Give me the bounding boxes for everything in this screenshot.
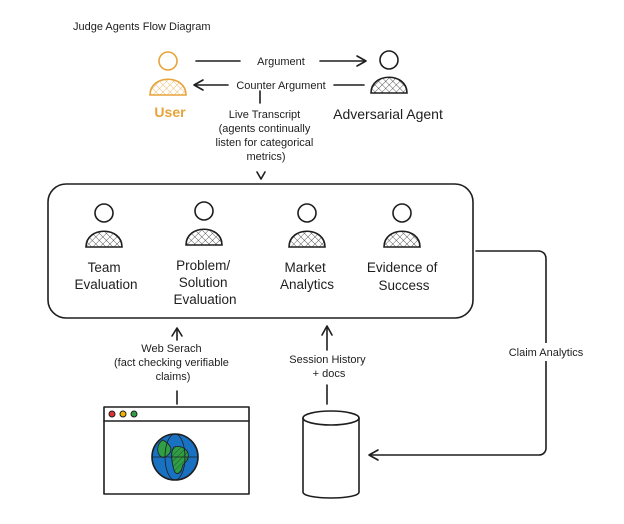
diagram-title: Judge Agents Flow Diagram xyxy=(73,21,211,33)
user-label: User xyxy=(154,104,186,120)
argument-label: Argument xyxy=(257,56,305,68)
user-person-icon xyxy=(149,51,187,96)
problem-solution-label: Problem/ Solution Evaluation xyxy=(173,258,236,307)
browser-window-icon xyxy=(103,406,250,495)
team-evaluation-person-icon xyxy=(85,203,123,248)
live-transcript-label: Live Transcript (agents continually list… xyxy=(216,109,317,163)
problem-solution-person-icon xyxy=(185,201,223,246)
claim-analytics-label: Claim Analytics xyxy=(509,347,584,359)
evidence-of-success-label: Evidence of Success xyxy=(367,260,441,293)
session-history-label: Session History + docs xyxy=(289,354,368,380)
evidence-of-success-person-icon xyxy=(383,203,421,248)
claim-analytics-arrowhead xyxy=(368,449,379,461)
live-transcript-arrowhead xyxy=(256,171,266,180)
adversarial-agent-label: Adversarial Agent xyxy=(333,106,443,122)
globe-icon xyxy=(151,433,199,481)
web-search-arrowhead xyxy=(171,327,183,337)
database-cylinder-icon xyxy=(302,410,360,499)
session-history-arrowhead xyxy=(321,325,333,336)
market-analytics-person-icon xyxy=(288,203,326,248)
counter-argument-label: Counter Argument xyxy=(236,80,325,92)
team-evaluation-label: Team Evaluation xyxy=(74,260,137,292)
adversarial-agent-person-icon xyxy=(370,50,408,94)
market-analytics-label: Market Analytics xyxy=(280,260,334,292)
web-search-label: Web Serach (fact checking verifiable cla… xyxy=(114,343,232,383)
judge-agents-container xyxy=(47,183,474,319)
argument-arrowhead xyxy=(356,55,367,67)
counter-argument-arrowhead xyxy=(193,79,204,91)
